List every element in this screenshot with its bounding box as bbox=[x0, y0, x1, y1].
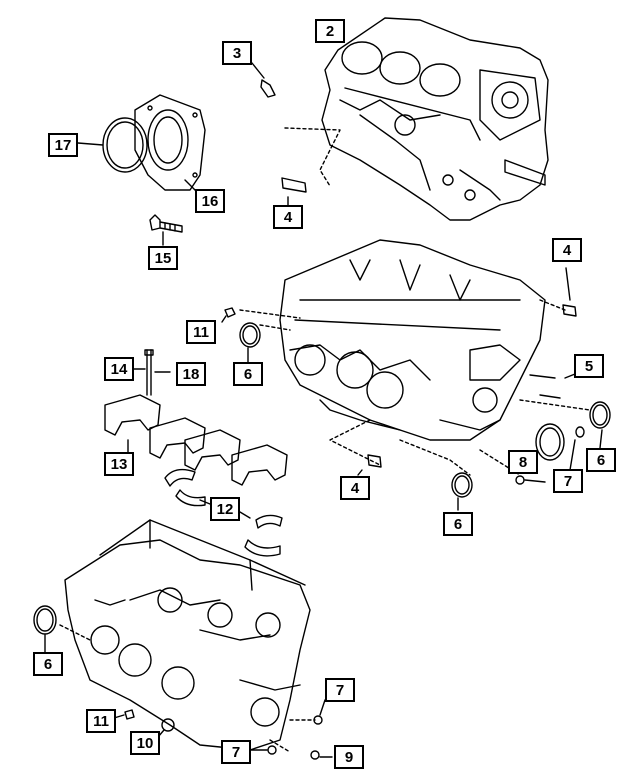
callout-8: 8 bbox=[508, 450, 538, 474]
callout-7: 7 bbox=[553, 469, 583, 493]
callout-12: 12 bbox=[210, 497, 240, 521]
o-ring-7-upper bbox=[515, 426, 585, 485]
callout-7: 7 bbox=[325, 678, 355, 702]
seal-6-left bbox=[239, 322, 261, 363]
callout-9: 9 bbox=[334, 745, 364, 769]
seal-6-right bbox=[589, 401, 611, 449]
bearing-shells-12 bbox=[164, 468, 283, 557]
callout-6: 6 bbox=[233, 362, 263, 386]
seal-6-lower bbox=[33, 605, 57, 653]
oil-rail-5 bbox=[529, 371, 581, 399]
callout-11: 11 bbox=[86, 709, 116, 733]
lower-crankcase bbox=[64, 519, 311, 751]
callout-11: 11 bbox=[186, 320, 216, 344]
callout-4: 4 bbox=[273, 205, 303, 229]
seal-6-middle bbox=[451, 472, 473, 511]
seal-ring-17 bbox=[77, 117, 148, 173]
callout-2: 2 bbox=[315, 19, 345, 43]
callout-6: 6 bbox=[33, 652, 63, 676]
callout-14: 14 bbox=[104, 357, 134, 381]
bolt-15 bbox=[149, 214, 183, 246]
callout-6: 6 bbox=[586, 448, 616, 472]
callout-4: 4 bbox=[552, 238, 582, 262]
bolt-14 bbox=[129, 349, 171, 396]
callout-4: 4 bbox=[340, 476, 370, 500]
callout-7: 7 bbox=[221, 740, 251, 764]
retainer-plate-16 bbox=[134, 94, 206, 196]
bolt-11-lower bbox=[113, 709, 135, 720]
callout-10: 10 bbox=[130, 731, 160, 755]
dowel-pin-4-right bbox=[562, 267, 577, 317]
o-rings-7-lower bbox=[249, 699, 333, 760]
callout-3: 3 bbox=[222, 41, 252, 65]
callout-18: 18 bbox=[176, 362, 206, 386]
callout-13: 13 bbox=[104, 452, 134, 476]
dowel-pin-3 bbox=[251, 62, 276, 98]
callout-15: 15 bbox=[148, 246, 178, 270]
dowel-pin-4-upper bbox=[281, 177, 307, 206]
seal-8 bbox=[535, 423, 565, 461]
callout-17: 17 bbox=[48, 133, 78, 157]
dowel-pin-4-lower bbox=[357, 454, 382, 476]
upper-crankcase bbox=[279, 239, 546, 441]
bolt-11-upper bbox=[221, 307, 236, 323]
callout-6: 6 bbox=[443, 512, 473, 536]
callout-5: 5 bbox=[574, 354, 604, 378]
engine-block-assembly bbox=[321, 17, 549, 221]
bearing-caps-13 bbox=[104, 394, 288, 486]
callout-16: 16 bbox=[195, 189, 225, 213]
